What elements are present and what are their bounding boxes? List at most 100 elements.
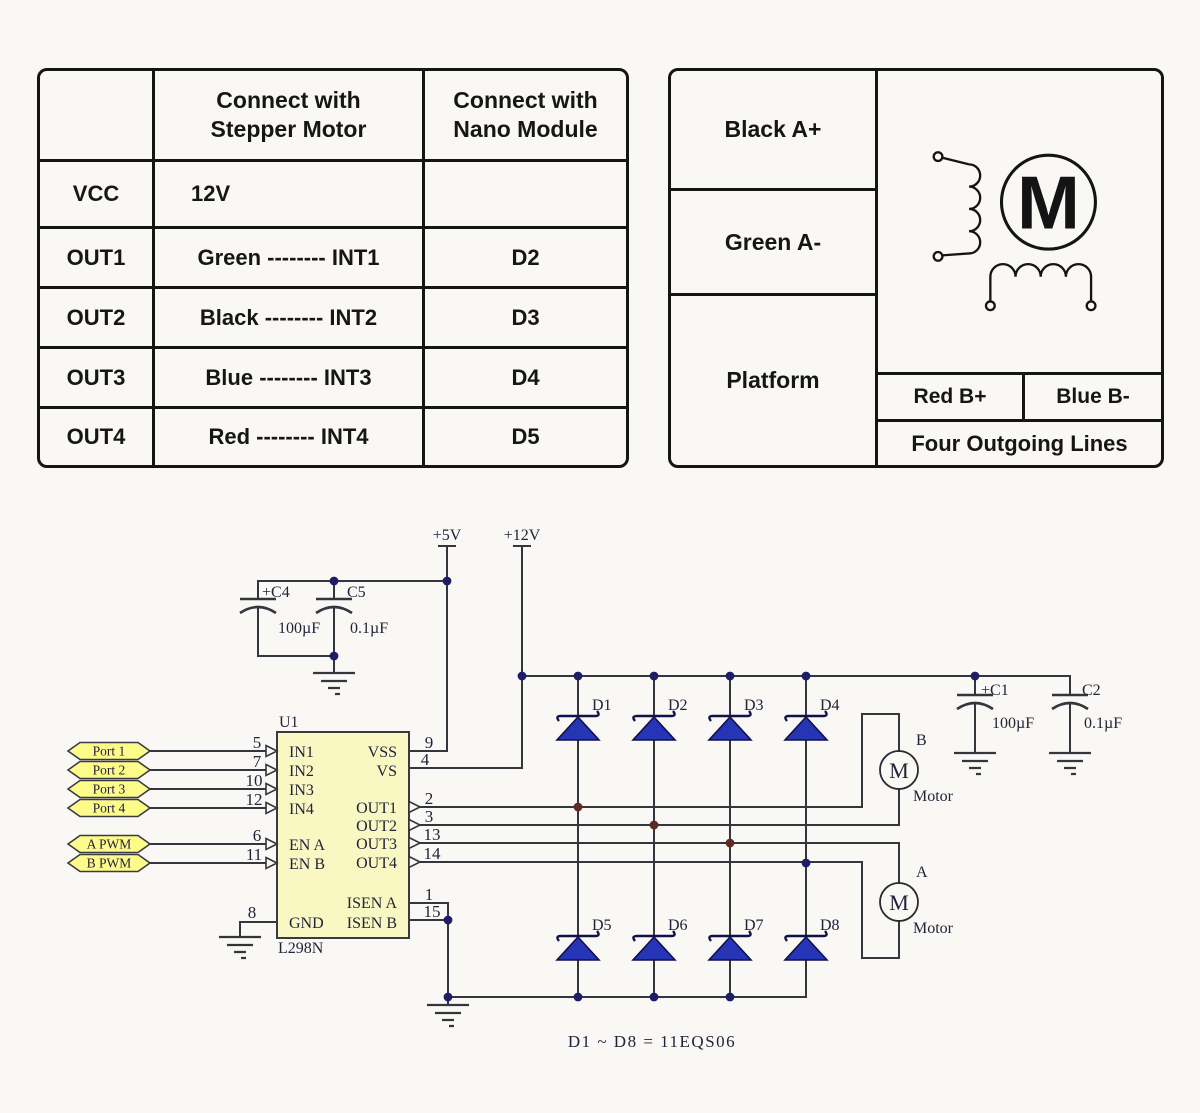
svg-text:10: 10 <box>246 771 263 790</box>
svg-text:ISEN A: ISEN A <box>347 895 398 912</box>
motor-designator: B <box>916 732 927 749</box>
row-label: OUT4 <box>40 406 152 465</box>
port-label: Port 4 <box>93 801 126 816</box>
wire-cell-blue: Blue B- <box>1056 385 1130 408</box>
nano-cell: D5 <box>422 406 626 465</box>
diode-icon <box>783 709 829 742</box>
diode-icon <box>707 709 753 742</box>
table-caption: Four Outgoing Lines <box>911 430 1128 456</box>
winding-b-coil <box>984 262 1097 312</box>
svg-text:GND: GND <box>289 915 324 932</box>
ic-right-pin-numbers: 9 4 2 3 13 14 1 15 <box>421 733 441 921</box>
stepper-cell: Black -------- INT2 <box>152 286 422 346</box>
ground-icon <box>311 671 357 696</box>
svg-text:D2: D2 <box>668 697 688 714</box>
row-label: OUT3 <box>40 346 152 406</box>
l298n-ic-body <box>276 731 410 939</box>
motor-designator: A <box>916 864 928 881</box>
wire-cell-green: Green A- <box>671 191 875 296</box>
diode-icon <box>707 929 753 962</box>
diode-icon <box>555 709 601 742</box>
ground-icon <box>217 935 263 960</box>
row-label: OUT1 <box>40 226 152 286</box>
header-nano: Connect with Nano Module <box>422 71 626 159</box>
port-label: A PWM <box>87 837 132 852</box>
svg-text:7: 7 <box>253 752 262 771</box>
stepper-cell: Blue -------- INT3 <box>152 346 422 406</box>
nano-cell: D4 <box>422 346 626 406</box>
cap-ref: +C4 <box>262 584 290 601</box>
ic-left-pin-numbers: 5 7 10 12 6 11 8 <box>246 733 263 922</box>
motor-circle <box>879 750 919 790</box>
svg-text:OUT3: OUT3 <box>356 836 397 853</box>
header-stepper: Connect with Stepper Motor <box>152 71 422 159</box>
header-empty <box>40 71 152 159</box>
diode-icon <box>631 709 677 742</box>
wire-labels-column: Black A+ Green A- Platform <box>671 71 878 465</box>
diode-icon <box>631 929 677 962</box>
nano-cell: D2 <box>422 226 626 286</box>
rail-label-12v: +12V <box>504 527 541 544</box>
svg-text:11: 11 <box>246 845 262 864</box>
rail-label-5v: +5V <box>433 527 462 544</box>
ground-icon <box>425 1003 471 1028</box>
port-label: Port 3 <box>93 782 126 797</box>
port-label: Port 2 <box>93 763 126 778</box>
svg-text:D5: D5 <box>592 917 612 934</box>
ic-right-pin-names: VSS VS OUT1 OUT2 OUT3 OUT4 ISEN A ISEN B <box>347 744 398 932</box>
motor-symbol-letter: M <box>1017 161 1080 245</box>
svg-text:ISEN B: ISEN B <box>347 915 397 932</box>
ground-icon <box>952 751 998 776</box>
svg-text:IN2: IN2 <box>289 763 314 780</box>
svg-text:D7: D7 <box>744 917 764 934</box>
svg-text:1: 1 <box>425 885 434 904</box>
svg-text:D4: D4 <box>820 697 840 714</box>
svg-text:VSS: VSS <box>368 744 397 761</box>
diode-labels: D1 D2 D3 D4 D5 D6 D7 D8 <box>592 697 840 934</box>
svg-text:15: 15 <box>424 902 441 921</box>
wire-cell-red: Red B+ <box>878 375 1025 419</box>
cap-value: 0.1µF <box>1084 715 1122 732</box>
svg-text:14: 14 <box>424 844 442 863</box>
port-label: Port 1 <box>93 744 126 759</box>
svg-text:EN B: EN B <box>289 856 325 873</box>
stepper-cell: Green -------- INT1 <box>152 226 422 286</box>
motor-diagram-column: M Red B+ Blue B- Four Outgoing Lines <box>878 71 1161 465</box>
svg-text:12: 12 <box>246 790 263 809</box>
nano-cell: D3 <box>422 286 626 346</box>
svg-text:8: 8 <box>248 903 257 922</box>
diode-icon <box>555 929 601 962</box>
svg-text:4: 4 <box>421 750 430 769</box>
port-label: B PWM <box>87 856 132 871</box>
svg-text:EN A: EN A <box>289 837 325 854</box>
motor-letter: M <box>889 890 909 915</box>
motor-circle <box>879 882 919 922</box>
motor-caption: Motor <box>913 920 954 937</box>
cap-ref: +C1 <box>981 682 1009 699</box>
svg-text:D1: D1 <box>592 697 612 714</box>
cap-value: 100µF <box>992 715 1034 732</box>
motor-circle <box>999 153 1097 251</box>
row-label: VCC <box>40 159 152 226</box>
svg-text:D8: D8 <box>820 917 840 934</box>
stepper-motor-symbol: M <box>932 151 1097 312</box>
motor-a: M A Motor <box>879 864 954 937</box>
stepper-cell: 12V <box>152 159 422 226</box>
cap-value: 0.1µF <box>350 620 388 637</box>
svg-text:IN4: IN4 <box>289 801 314 818</box>
motor-caption: Motor <box>913 788 954 805</box>
ground-icon <box>1047 751 1093 776</box>
svg-text:6: 6 <box>253 826 262 845</box>
cap-value: 100µF <box>278 620 320 637</box>
svg-text:3: 3 <box>425 807 434 826</box>
stepper-cell: Red -------- INT4 <box>152 406 422 465</box>
capacitor-symbols <box>239 597 1089 711</box>
ic-left-pin-names: IN1 IN2 IN3 IN4 EN A EN B GND <box>289 744 325 932</box>
cap-ref: C2 <box>1082 682 1101 699</box>
wire-cell-black: Black A+ <box>671 71 875 191</box>
svg-text:VS: VS <box>377 763 397 780</box>
svg-text:IN3: IN3 <box>289 782 314 799</box>
connection-table: Connect with Stepper Motor Connect with … <box>37 68 629 468</box>
winding-a-coil <box>932 151 982 262</box>
svg-text:D3: D3 <box>744 697 764 714</box>
